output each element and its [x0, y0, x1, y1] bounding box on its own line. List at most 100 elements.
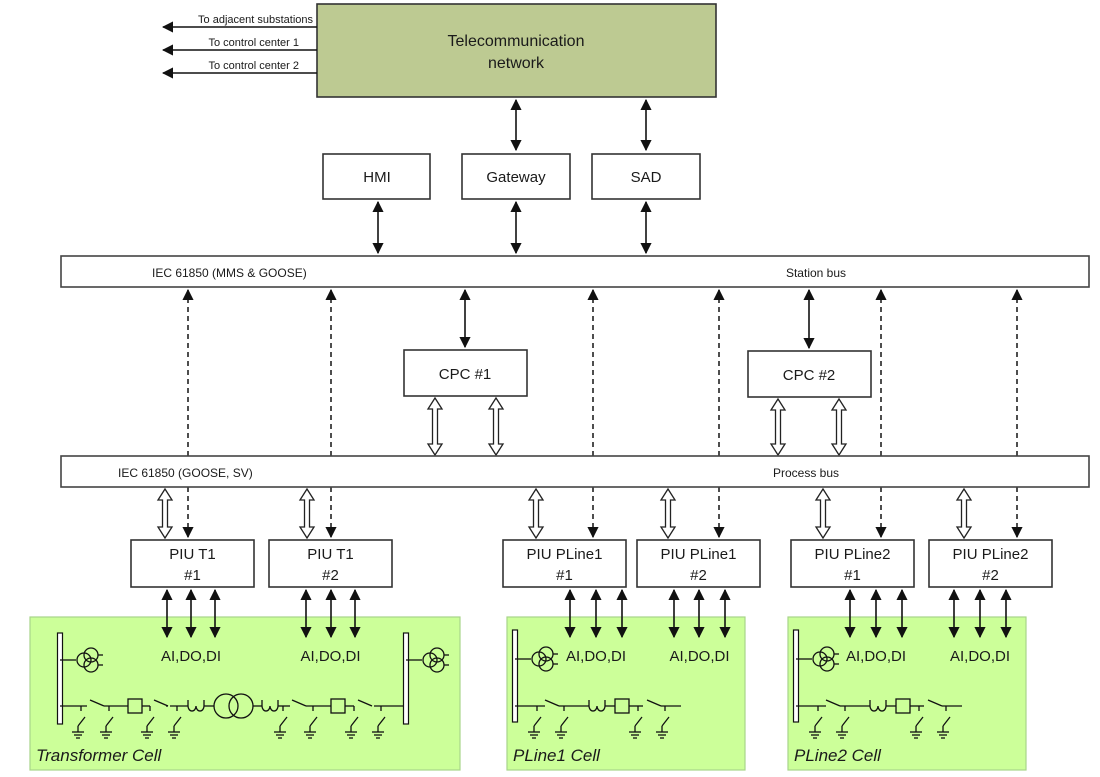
disconnector-icon: [825, 699, 841, 707]
piu-box: PIU T1 #1: [130, 539, 255, 588]
gateway-label: Gateway: [486, 169, 546, 186]
disconnector-icon: [153, 699, 169, 707]
sv-goose-links: [156, 396, 973, 540]
busbar-icon: [792, 629, 800, 723]
piu-name: PIU T1: [169, 546, 215, 563]
earthing-switch-icon: [100, 706, 114, 739]
disconnector-icon: [646, 699, 662, 707]
label-to-adjacent-substations: To adjacent substations: [198, 14, 313, 26]
current-transformer-icon: [588, 700, 606, 712]
io-label: AI,DO,DI: [161, 648, 221, 665]
piu-number: #1: [556, 567, 573, 584]
hollow-arrow-cpc1-process-bus: [426, 396, 444, 457]
earthing-switch-icon: [836, 706, 850, 739]
piu-box: PIU PLine2 #2: [928, 539, 1053, 588]
earthing-switch-icon: [937, 706, 951, 739]
voltage-transformer-icon: [796, 646, 839, 672]
piu-name: PIU T1: [307, 546, 353, 563]
io-label: AI,DO,DI: [846, 648, 906, 665]
io-label: AI,DO,DI: [669, 648, 729, 665]
current-transformer-icon: [187, 700, 205, 712]
station-bus-protocol: IEC 61850 (MMS & GOOSE): [152, 266, 307, 280]
earthing-switch-icon: [141, 706, 155, 739]
earthing-switch-icon: [274, 706, 288, 739]
voltage-transformer-icon: [60, 647, 103, 673]
earthing-switch-icon: [555, 706, 569, 739]
sad-label: SAD: [631, 169, 662, 186]
busbar-icon: [511, 629, 519, 723]
piu-number: #2: [982, 567, 999, 584]
piu-number: #1: [184, 567, 201, 584]
piu-name: PIU PLine1: [527, 546, 603, 563]
disconnector-icon: [927, 699, 943, 707]
label-to-control-center-1: To control center 1: [209, 37, 300, 49]
busbar-icon: [56, 632, 64, 725]
gateway-box: Gateway: [461, 153, 571, 200]
hollow-arrow-cpc1-process-bus: [487, 396, 505, 457]
io-label: AI,DO,DI: [950, 648, 1010, 665]
label-to-control-center-2: To control center 2: [209, 60, 300, 72]
piu-number: #1: [844, 567, 861, 584]
telecom-outputs: To adjacent substations To control cente…: [161, 14, 317, 79]
earthing-switch-icon: [809, 706, 823, 739]
hollow-arrow-process-bus-piu: [814, 487, 832, 540]
pline1-cell-label: PLine1 Cell: [513, 746, 601, 765]
hmi-box: HMI: [322, 153, 431, 200]
cpc1-box: CPC #1: [403, 349, 528, 397]
earthing-switch-icon: [528, 706, 542, 739]
hollow-arrow-process-bus-piu: [659, 487, 677, 540]
piu-box: PIU PLine1 #2: [636, 539, 761, 588]
hollow-arrow-process-bus-piu: [527, 487, 545, 540]
telecom-network-box: Telecommunication network: [316, 3, 717, 98]
pline2-cell-label: PLine2 Cell: [794, 746, 882, 765]
piu-box: PIU T1 #2: [268, 539, 393, 588]
earthing-switch-icon: [629, 706, 643, 739]
earthing-switch-icon: [372, 706, 386, 739]
pline1-cell: PLine1 Cell: [506, 616, 746, 771]
telecom-title-line1: Telecommunication: [448, 33, 585, 50]
cpc2-label: CPC #2: [783, 367, 836, 384]
hollow-arrow-cpc2-process-bus: [830, 397, 848, 457]
busbar-icon: [402, 632, 410, 725]
piu-group: PIU T1 #1AI,DO,DI PIU T1 #2AI,DO,DI PIU PLin…: [130, 539, 1053, 665]
transformer-cell-label: Transformer Cell: [36, 746, 163, 765]
earthing-switch-icon: [304, 706, 318, 739]
earthing-switch-icon: [345, 706, 359, 739]
telecom-title-line2: network: [488, 55, 545, 72]
voltage-transformer-icon: [515, 646, 558, 672]
cpc1-label: CPC #1: [439, 366, 492, 383]
cpc2-box: CPC #2: [747, 350, 872, 398]
station-bus: IEC 61850 (MMS & GOOSE) Station bus: [60, 255, 1090, 288]
pline2-cell: PLine2 Cell: [787, 616, 1027, 771]
sad-box: SAD: [591, 153, 701, 200]
earthing-switch-icon: [656, 706, 670, 739]
piu-box: PIU PLine1 #1: [502, 539, 627, 588]
io-label: AI,DO,DI: [566, 648, 626, 665]
disconnector-icon: [291, 699, 307, 707]
piu-name: PIU PLine2: [953, 546, 1029, 563]
current-transformer-icon: [261, 700, 279, 712]
piu-box: PIU PLine2#1: [790, 539, 915, 588]
power-transformer-icon: [213, 693, 239, 719]
process-bus: IEC 61850 (GOOSE, SV) Process bus: [60, 455, 1090, 488]
process-bus-protocol: IEC 61850 (GOOSE, SV): [118, 466, 253, 480]
single-line-diagrams: [56, 629, 962, 739]
earthing-switch-icon: [910, 706, 924, 739]
station-bus-name: Station bus: [786, 266, 846, 280]
current-transformer-icon: [869, 700, 887, 712]
piu-number: #2: [690, 567, 707, 584]
hmi-label: HMI: [363, 169, 391, 186]
disconnector-icon: [89, 699, 105, 707]
hollow-arrow-cpc2-process-bus: [769, 397, 787, 457]
disconnector-icon: [544, 699, 560, 707]
piu-name: PIU PLine1: [661, 546, 737, 563]
earthing-switch-icon: [168, 706, 182, 739]
hollow-arrow-process-bus-piu: [156, 487, 174, 540]
piu-number: #2: [322, 567, 339, 584]
voltage-transformer-icon: [406, 647, 449, 673]
process-bus-name: Process bus: [773, 466, 839, 480]
transformer-cell: Transformer Cell: [29, 616, 461, 771]
io-label: AI,DO,DI: [300, 648, 360, 665]
hollow-arrow-process-bus-piu: [955, 487, 973, 540]
